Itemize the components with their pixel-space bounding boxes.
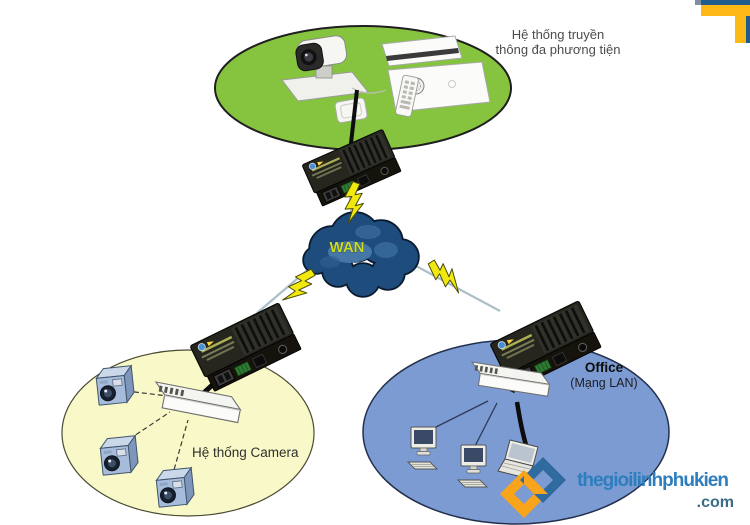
speaker-pad-icon — [334, 97, 368, 124]
office-zone-label-title: Office — [584, 360, 624, 375]
multimedia-zone-label-line2: thông đa phương tiện — [495, 42, 621, 57]
multimedia-zone-label: Hệ thống truyền thông đa phương tiện — [462, 27, 654, 57]
office-links — [425, 400, 498, 449]
brand-logo-icon — [500, 457, 566, 518]
remote-control-icon — [395, 74, 419, 118]
wan-cloud: WAN — [302, 211, 420, 298]
wan-label: WAN — [330, 239, 365, 256]
brand-name: thegioilinhphukien — [577, 470, 729, 491]
video-conference-equipment — [281, 35, 491, 124]
brand-tld: .com — [696, 494, 734, 511]
ptz-camera-icon — [281, 35, 369, 102]
multimedia-zone-label-line1: Hệ thống truyền — [511, 27, 605, 42]
cctv-camera-icon-3 — [154, 467, 196, 508]
camera-zone-label: Hệ thống Camera — [192, 445, 299, 460]
office-zone-label: Office (Mạng LAN) — [545, 360, 663, 390]
cable-codec-to-converter — [348, 89, 359, 153]
cctv-camera-icon-1 — [94, 365, 136, 406]
cctv-camera-icon-2 — [98, 435, 140, 476]
corner-decoration — [695, 0, 750, 43]
office-zone-label-sub: (Mạng LAN) — [570, 375, 638, 390]
